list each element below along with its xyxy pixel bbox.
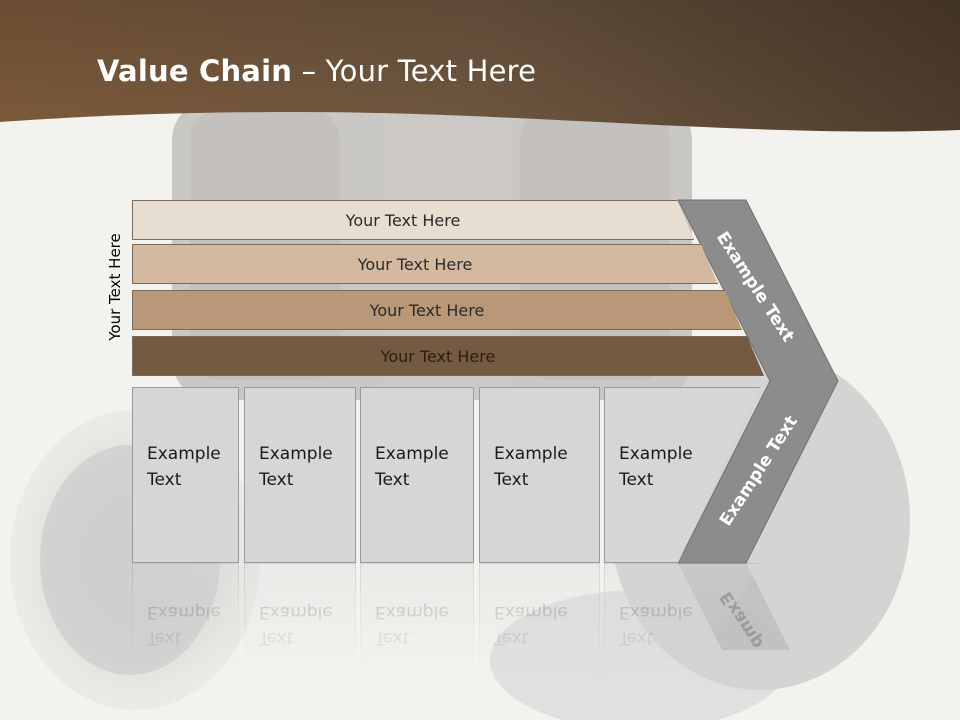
box-line: Text	[259, 470, 294, 490]
band-label: Your Text Here	[380, 346, 496, 366]
box-reflection-4: Text Example	[479, 563, 600, 703]
band-2: Your Text Here	[132, 244, 718, 284]
band-1: Your Text Here	[132, 200, 694, 240]
box-line: Example	[147, 444, 221, 464]
reflection-line: Text	[147, 628, 182, 648]
box-line: Text	[375, 470, 410, 490]
box-line: Example	[375, 444, 449, 464]
box-line: Text	[619, 470, 654, 490]
box-line: Example	[619, 444, 693, 464]
box-reflection-1: Text Example	[132, 563, 239, 703]
reflection-line: Text	[619, 628, 654, 648]
reflection-line: Text	[494, 628, 529, 648]
side-label: Your Text Here	[106, 233, 124, 341]
activity-box-2: Example Text	[244, 387, 356, 563]
band-4: Your Text Here	[132, 336, 764, 376]
box-reflection-3: Text Example	[360, 563, 474, 703]
band-3: Your Text Here	[132, 290, 742, 330]
reflection-line: Example	[494, 602, 568, 622]
activity-box-1: Example Text	[132, 387, 239, 563]
band-label: Your Text Here	[345, 210, 461, 230]
reflection-line: Example	[147, 602, 221, 622]
band-label: Your Text Here	[357, 254, 473, 274]
box-line: Example	[494, 444, 568, 464]
activity-box-3: Example Text	[360, 387, 474, 563]
activity-box-4: Example Text	[479, 387, 600, 563]
box-reflection-2: Text Example	[244, 563, 356, 703]
reflection-line: Example	[619, 602, 693, 622]
reflection-line: Text	[375, 628, 410, 648]
box-line: Text	[147, 470, 182, 490]
band-label: Your Text Here	[369, 300, 485, 320]
box-line: Text	[494, 470, 529, 490]
reflection-line: Example	[259, 602, 333, 622]
reflection-line: Text	[259, 628, 294, 648]
page-title: Value Chain – Your Text Here	[97, 54, 537, 88]
box-line: Example	[259, 444, 333, 464]
reflection-line: Example	[375, 602, 449, 622]
